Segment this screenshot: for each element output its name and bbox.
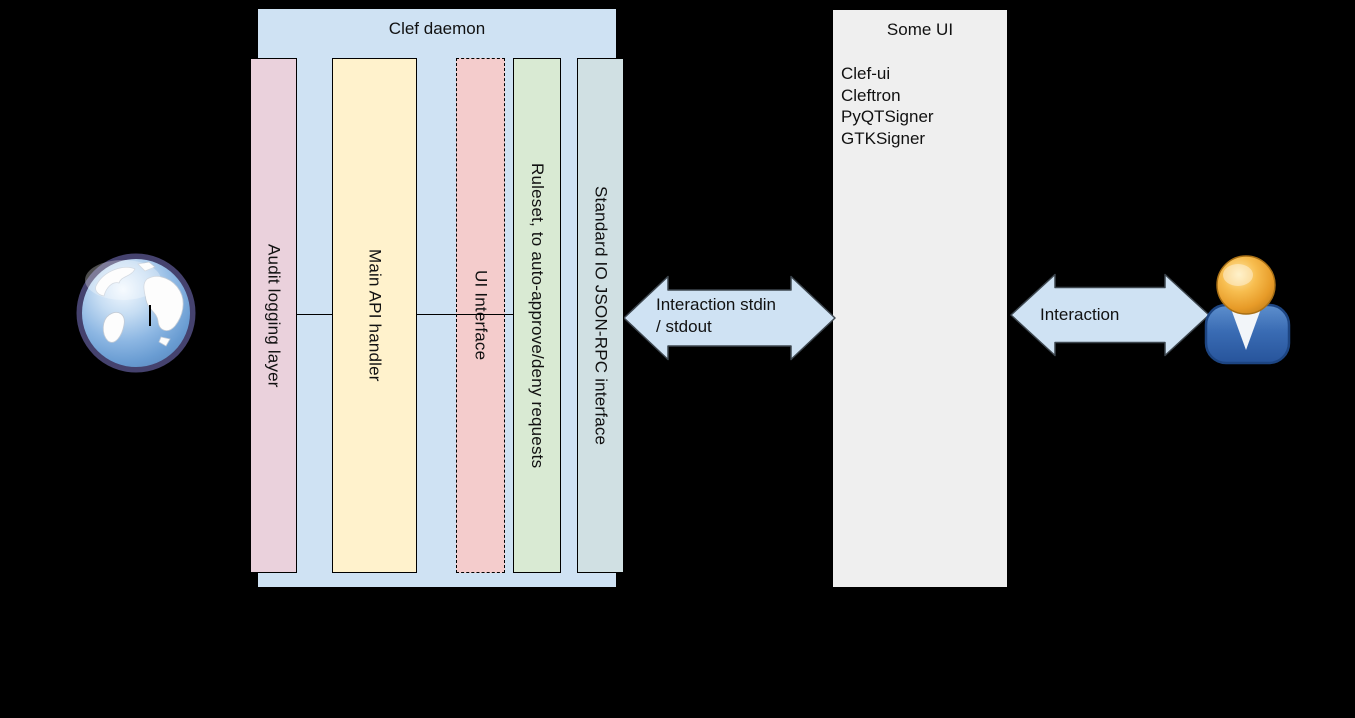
bar-stdio-jsonrpc-interface: Standard IO JSON-RPC interface <box>577 58 624 573</box>
interaction-stdio-arrow-label-line2: / stdout <box>656 316 712 336</box>
interaction-arrow-label: Interaction <box>1040 305 1120 324</box>
some-ui-list: Clef-ui Cleftron PyQTSigner GTKSigner <box>841 63 934 149</box>
some-ui-title: Some UI <box>886 20 954 39</box>
user-head <box>1216 255 1276 315</box>
bar-stdio-jsonrpc-interface-label: Standard IO JSON-RPC interface <box>591 185 611 446</box>
some-ui-item-pyqtsigner: PyQTSigner <box>841 107 934 126</box>
bar-main-api-handler: Main API handler <box>332 58 417 573</box>
some-ui-item-clef-ui: Clef-ui <box>841 64 891 83</box>
bar-audit-logging-layer: Audit logging layer <box>250 58 297 573</box>
interaction-stdio-arrow <box>623 275 836 361</box>
user-collar <box>1230 306 1262 350</box>
bar-ui-interface: UI Interface <box>456 58 505 573</box>
globe-gloss <box>85 260 161 300</box>
bar-audit-logging-layer-label: Audit logging layer <box>264 243 284 388</box>
bar-ruleset-label: Ruleset, to auto-approve/deny requests <box>528 162 547 469</box>
connector-line-api-to-ruleset <box>417 314 513 315</box>
globe-continents <box>95 261 184 347</box>
clef-daemon-title: Clef daemon <box>388 19 486 38</box>
bar-ruleset: Ruleset, to auto-approve/deny requests <box>513 58 561 573</box>
user-icon <box>1204 255 1291 365</box>
interaction-stdio-arrow-shape <box>623 275 836 361</box>
bar-ui-interface-label: UI Interface <box>471 270 491 361</box>
some-ui-item-gtksigner: GTKSigner <box>841 128 926 148</box>
globe-connector-tick <box>149 305 151 326</box>
some-ui-item-cleftron: Cleftron <box>841 85 901 105</box>
clef-daemon-box <box>257 8 617 588</box>
bar-main-api-handler-label: Main API handler <box>365 249 385 382</box>
globe-icon <box>76 253 196 373</box>
some-ui-box <box>833 10 1007 587</box>
user-head-gloss <box>1223 264 1253 286</box>
interaction-stdio-arrow-label: Interaction stdin / stdout <box>656 294 776 337</box>
interaction-stdio-arrow-label-line1: Interaction stdin <box>656 295 777 314</box>
connector-line-audit-to-api <box>297 314 332 315</box>
